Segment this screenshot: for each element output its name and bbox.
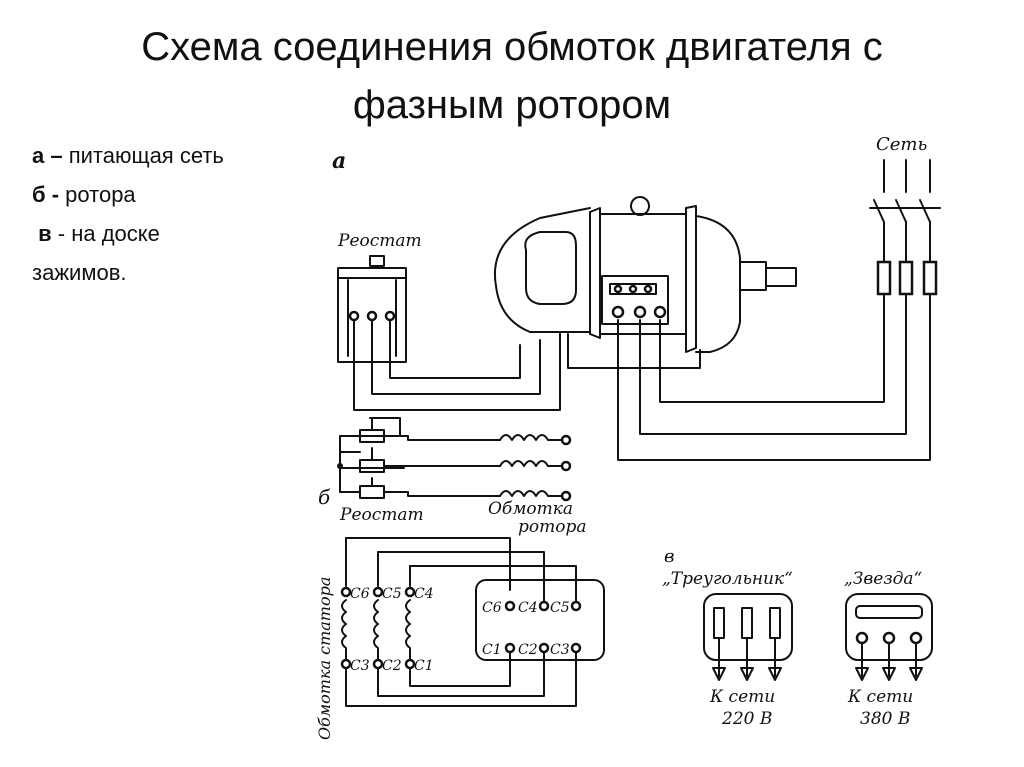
rotor-winding-label-1: Обмотка — [488, 499, 573, 519]
label-c5-stator: C5 — [382, 586, 402, 602]
label-c2-board: C2 — [518, 642, 538, 658]
rheostat-top — [337, 255, 407, 363]
stator-winding — [340, 537, 605, 707]
voltage-380-label: 380 В — [860, 709, 910, 729]
rotor-winding — [499, 434, 572, 502]
legend-item-v: в - на доске — [38, 221, 160, 246]
part-b-label: б — [318, 485, 331, 509]
legend-item-v-cont: зажимов. — [32, 260, 127, 285]
label-c4-stator: C4 — [414, 586, 434, 602]
motor — [494, 196, 797, 369]
network-label: Сеть — [876, 134, 927, 155]
network-wires — [617, 293, 931, 461]
legend: а – питающая сеть б - ротора в - на доск… — [32, 136, 322, 292]
stator-winding-label: Обмотка статора — [315, 577, 334, 740]
part-a-label: а — [332, 148, 346, 174]
to-network-label-380: К сети — [847, 687, 913, 707]
label-c5-board: C5 — [550, 600, 570, 616]
triangle-board — [703, 593, 793, 681]
label-c1-stator: C1 — [414, 658, 434, 674]
star-label: „Звезда“ — [844, 569, 923, 589]
label-c4-board: C4 — [518, 600, 538, 616]
slide-title-line-2: фазным ротором — [352, 83, 672, 127]
label-c3-stator: C3 — [350, 658, 370, 674]
terminal-labels: C6 C5 C4 C3 C2 C1 C6 C4 C5 C1 C2 C3 — [350, 586, 570, 674]
rotor-rheostat-wires — [353, 331, 561, 411]
fuses — [876, 260, 938, 296]
slide-title: Схема соединения обмоток двигателя с фаз… — [0, 18, 1024, 134]
slide-title-line-1: Схема соединения обмоток двигателя с — [141, 25, 883, 69]
legend-item-b: б - ротора — [32, 182, 136, 207]
to-network-label-220: К сети — [709, 687, 775, 707]
label-c2-stator: C2 — [382, 658, 402, 674]
rotor-winding-label-2: ротора — [518, 517, 587, 537]
network-switch — [869, 159, 941, 263]
label-c6-stator: C6 — [350, 586, 370, 602]
triangle-label: „Треугольник“ — [662, 569, 793, 589]
label-c3-board: C3 — [550, 642, 570, 658]
voltage-220-label: 220 В — [721, 709, 772, 729]
star-board — [845, 593, 933, 681]
label-c6-board: C6 — [482, 600, 502, 616]
label-c1-board: C1 — [482, 642, 502, 658]
legend-item-a: а – питающая сеть — [32, 143, 224, 168]
rheostat-b-label: Реостат — [339, 505, 424, 525]
part-v-label: в — [664, 546, 674, 567]
rheostat-b — [337, 417, 501, 499]
rheostat-top-label: Реостат — [337, 231, 422, 251]
